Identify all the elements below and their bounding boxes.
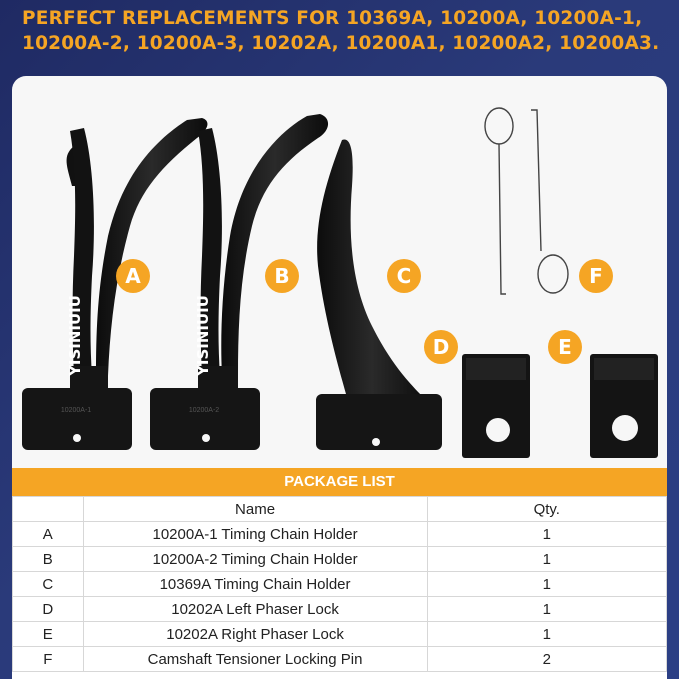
row-qty: 1 [426, 571, 668, 597]
row-name: 10369A Timing Chain Holder [82, 571, 428, 597]
header-name: Name [82, 496, 428, 522]
badge-c: C [387, 259, 421, 293]
row-qty: 1 [426, 621, 668, 647]
timing-chain-holder-a: 10200A-1 YISINIUIU [22, 118, 208, 450]
row-name: Camshaft Tensioner Locking Pin [82, 646, 428, 672]
header-letter [12, 496, 84, 522]
badge-a: A [116, 259, 150, 293]
badge-b: B [265, 259, 299, 293]
row-qty: 2 [426, 646, 668, 672]
timing-chain-holder-c [316, 139, 442, 450]
table-row: A 10200A-1 Timing Chain Holder 1 [12, 521, 668, 547]
table-header-row: Name Qty. [12, 496, 668, 522]
table-row: F Camshaft Tensioner Locking Pin 2 [12, 646, 668, 672]
package-list-title: PACKAGE LIST [12, 468, 667, 496]
table-row: C 10369A Timing Chain Holder 1 [12, 571, 668, 597]
row-letter: D [12, 596, 84, 622]
row-letter: B [12, 546, 84, 572]
badge-d: D [424, 330, 458, 364]
product-photo: 10200A-1 YISINIUIU 10200A-2 YISINIUIU [12, 76, 667, 468]
right-phaser-lock-e [590, 354, 658, 458]
header-qty: Qty. [426, 496, 668, 522]
row-name: 10202A Right Phaser Lock [82, 621, 428, 647]
row-letter: A [12, 521, 84, 547]
row-letter: F [12, 646, 84, 672]
badge-e: E [548, 330, 582, 364]
timing-chain-holder-b: 10200A-2 YISINIUIU [150, 114, 329, 450]
package-table: Name Qty. A 10200A-1 Timing Chain Holder… [12, 496, 668, 672]
tool-a-marking: 10200A-1 [61, 407, 91, 414]
row-qty: 1 [426, 596, 668, 622]
row-name: 10200A-1 Timing Chain Holder [82, 521, 428, 547]
row-name: 10202A Left Phaser Lock [82, 596, 428, 622]
tool-b-marking: 10200A-2 [189, 407, 219, 414]
locking-pins-f [484, 107, 569, 295]
headline: PERFECT REPLACEMENTS FOR 10369A, 10200A,… [22, 8, 660, 54]
table-row: D 10202A Left Phaser Lock 1 [12, 596, 668, 622]
brand-text-a: YISINIUIU [66, 295, 84, 377]
table-row: E 10202A Right Phaser Lock 1 [12, 621, 668, 647]
row-name: 10200A-2 Timing Chain Holder [82, 546, 428, 572]
badge-f: F [579, 259, 613, 293]
table-row: B 10200A-2 Timing Chain Holder 1 [12, 546, 668, 572]
row-letter: C [12, 571, 84, 597]
row-letter: E [12, 621, 84, 647]
row-qty: 1 [426, 521, 668, 547]
left-phaser-lock-d [462, 354, 530, 458]
product-illustration: 10200A-1 YISINIUIU 10200A-2 YISINIUIU [22, 107, 658, 458]
row-qty: 1 [426, 546, 668, 572]
package-list: PACKAGE LIST Name Qty. A 10200A-1 Timing… [12, 468, 668, 679]
brand-text-b: YISINIUIU [194, 295, 212, 377]
